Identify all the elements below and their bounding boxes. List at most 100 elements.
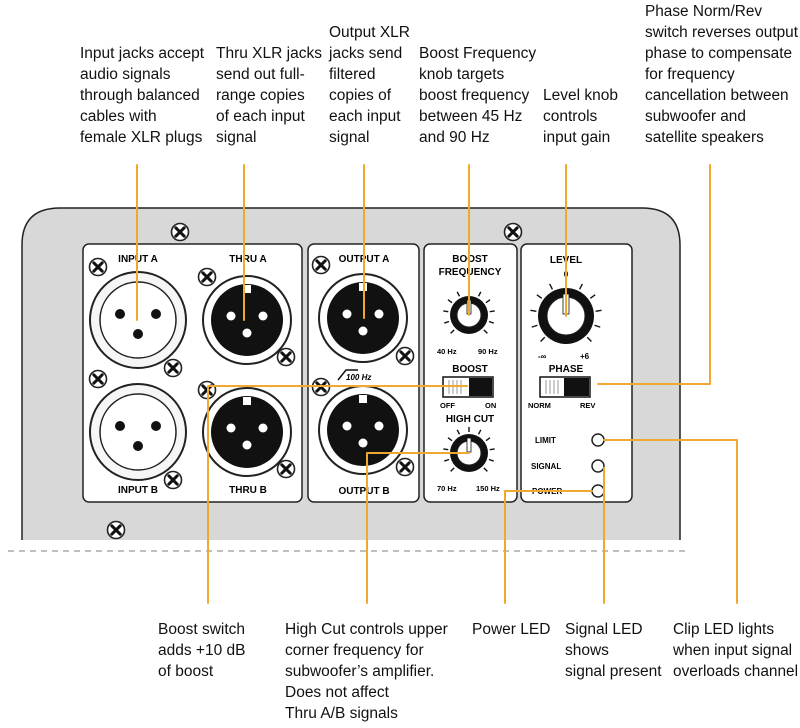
phase-toggle-switch[interactable]	[539, 376, 591, 398]
callout-line: female XLR plugs	[80, 129, 203, 146]
callout-line: of boost	[158, 663, 214, 680]
screw-icon	[88, 257, 108, 277]
knob-tick	[450, 329, 455, 334]
leader-clip-led	[603, 439, 738, 604]
callout-line: range copies	[216, 87, 305, 104]
leader-phase-switch	[597, 164, 711, 385]
screw-icon	[163, 358, 183, 378]
screw-icon	[197, 267, 217, 287]
knob-tick	[540, 336, 546, 342]
callout-line: Input jacks accept	[80, 45, 205, 62]
leader-boost-switch	[207, 385, 468, 604]
knob-tick	[444, 320, 450, 324]
callout-line: send out full-	[216, 66, 305, 83]
callout-boost-switch: Boost switch adds +10 dB of boost	[158, 619, 245, 682]
knob-tick	[485, 437, 491, 442]
callout-line: each input	[329, 108, 401, 125]
knob-tick	[456, 291, 461, 297]
thru-b-label: THRU B	[229, 485, 267, 496]
knob-tick	[489, 448, 495, 451]
high-cut-max-label: 150 Hz	[476, 484, 500, 493]
knob-tick	[595, 309, 602, 312]
knob-tick	[447, 299, 453, 304]
screw-icon	[106, 520, 126, 540]
knob-tick	[488, 320, 494, 324]
callout-line: signal	[329, 129, 370, 146]
callout-line: corner frequency for	[285, 642, 424, 659]
filter-slope-icon	[337, 369, 358, 381]
knob-tick	[586, 336, 592, 342]
limit-label: LIMIT	[535, 436, 556, 445]
callout-line: boost frequency	[419, 87, 530, 104]
xlr-male-jack-icon	[211, 284, 283, 356]
callout-line: Does not affect	[285, 684, 389, 701]
callout-line: subwoofer’s amplifier.	[285, 663, 435, 680]
callout-line: Phase Norm/Rev	[645, 3, 763, 20]
input-b-label: INPUT B	[118, 485, 158, 496]
boost-min-label: 40 Hz	[437, 347, 457, 356]
level-max-label: +6	[580, 352, 590, 361]
knob-tick	[444, 458, 450, 462]
callout-clip-led: Clip LED lights when input signal overlo…	[673, 619, 798, 682]
xlr-male-jack-icon	[327, 394, 399, 466]
screw-icon	[503, 222, 523, 242]
callout-level-knob: Level knob controls input gain	[543, 85, 618, 148]
callout-line: of each input	[216, 108, 305, 125]
input-b-jack[interactable]	[89, 383, 187, 481]
screw-icon	[163, 470, 183, 490]
knob-tick	[450, 467, 455, 472]
callout-phase-switch: Phase Norm/Rev switch reverses output ph…	[645, 1, 798, 148]
callout-output-jacks: Output XLR jacks send filtered copies of…	[329, 22, 410, 148]
knob-tick	[443, 448, 449, 451]
phase-rev-label: REV	[580, 401, 595, 410]
callout-line: for frequency	[645, 66, 735, 83]
knob-tick	[589, 294, 596, 299]
callout-line: filtered	[329, 66, 376, 83]
power-led	[591, 484, 605, 498]
callout-line: phase to compensate	[645, 45, 793, 62]
callout-line: Power LED	[472, 621, 551, 638]
callout-line: through balanced	[80, 87, 200, 104]
boost-max-label: 90 Hz	[478, 347, 498, 356]
signal-label: SIGNAL	[531, 462, 561, 471]
callout-line: Thru A/B signals	[285, 705, 398, 722]
output-b-jack[interactable]	[318, 385, 408, 475]
screw-icon	[88, 369, 108, 389]
boost-highcut-subpanel	[423, 243, 518, 503]
knob-tick	[536, 294, 543, 299]
phase-norm-label: NORM	[528, 401, 551, 410]
knob-tick	[488, 458, 494, 462]
thru-b-jack[interactable]	[202, 387, 292, 477]
callout-input-jacks: Input jacks accept audio signals through…	[80, 43, 204, 148]
callout-line: subwoofer and	[645, 108, 746, 125]
callout-line: Thru XLR jacks	[216, 45, 322, 62]
callout-line: cables with	[80, 108, 157, 125]
output-b-label: OUTPUT B	[338, 486, 389, 497]
boost-on-label: ON	[485, 401, 496, 410]
thru-a-jack[interactable]	[202, 275, 292, 365]
screw-icon	[395, 457, 415, 477]
boost-frequency-label-line2: FREQUENCY	[439, 267, 502, 278]
callout-line: satellite speakers	[645, 129, 764, 146]
boost-off-label: OFF	[440, 401, 455, 410]
knob-tick	[477, 429, 482, 435]
high-cut-label: HIGH CUT	[446, 414, 494, 425]
callout-line: controls	[543, 108, 598, 125]
screw-icon	[170, 222, 190, 242]
callout-line: audio signals	[80, 66, 171, 83]
callout-line: Output XLR	[329, 24, 410, 41]
filter-note-label: 100 Hz	[346, 373, 371, 382]
callout-high-cut: High Cut controls upper corner frequency…	[285, 619, 448, 724]
callout-line: Clip LED lights	[673, 621, 775, 638]
knob-tick	[549, 283, 554, 290]
knob-tick	[447, 437, 453, 442]
callout-line: Signal LED	[565, 621, 643, 638]
callout-line: Boost switch	[158, 621, 246, 638]
callout-line: shows	[565, 642, 609, 659]
callout-line: when input signal	[673, 642, 793, 659]
screw-icon	[395, 346, 415, 366]
callout-line: overloads channel	[673, 663, 799, 680]
knob-tick	[477, 291, 482, 297]
